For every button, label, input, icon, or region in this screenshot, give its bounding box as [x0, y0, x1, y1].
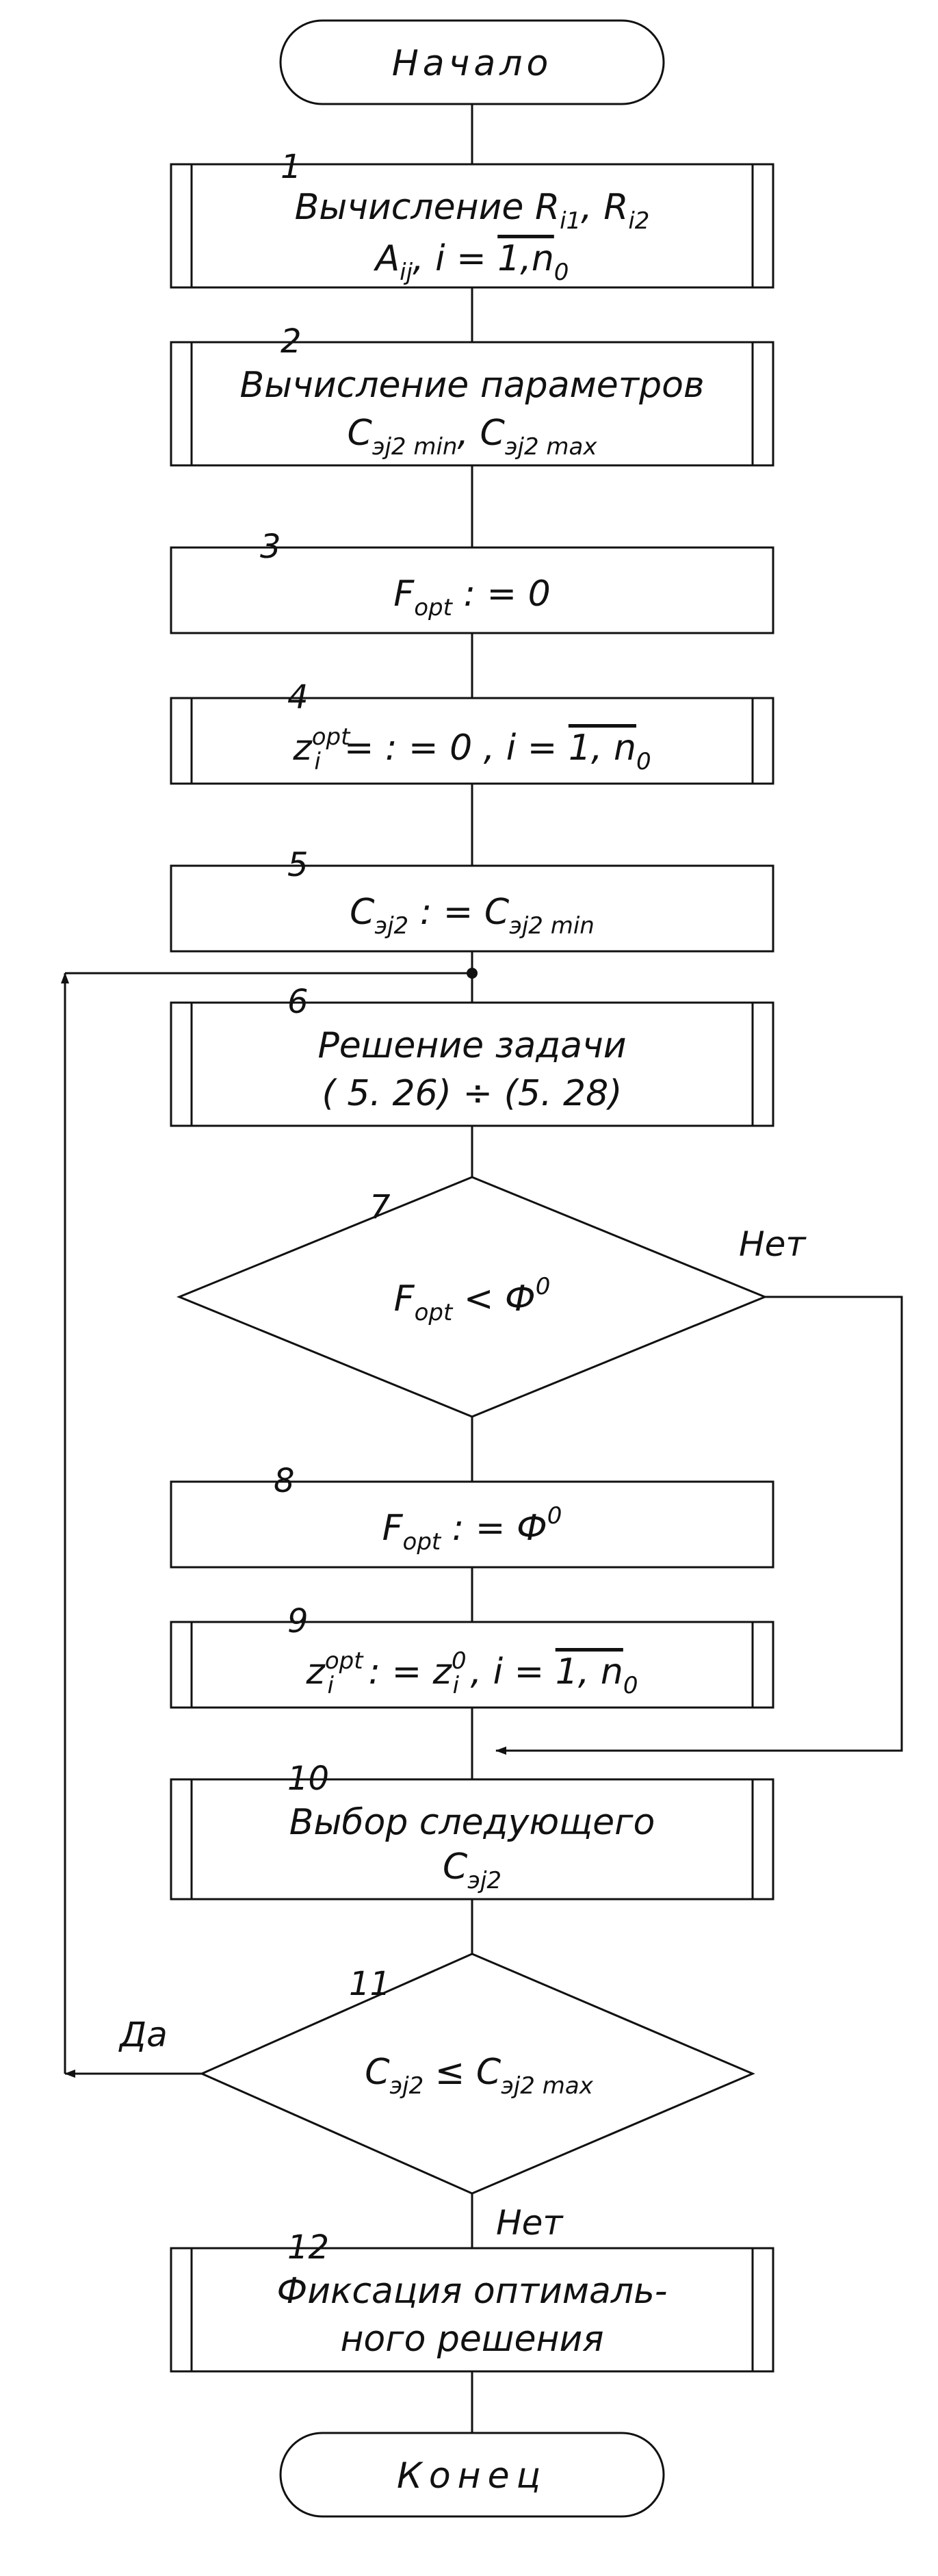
decision-7-text: Fopt < Ф0 — [394, 1273, 551, 1326]
decision-11-text: Cэj2 ≤ Cэj2 max — [365, 2052, 594, 2100]
decision-7-no-label: Нет — [739, 1224, 807, 1264]
block-6: 6 Решение задачи ( 5. 26) ÷ (5. 28) — [170, 983, 774, 1127]
block-12: 12 Фиксация оптималь- ного решения — [170, 2228, 774, 2373]
block-12-line2: ного решения — [340, 2319, 603, 2360]
block-5-text: Cэj2 : = Cэj2 min — [350, 892, 595, 940]
decision-11-no-label: Нет — [496, 2203, 564, 2243]
terminal-start: Начало — [279, 19, 665, 105]
block-3-text: Fopt : = 0 — [393, 574, 550, 621]
block-6-line2: ( 5. 26) ÷ (5. 28) — [322, 1073, 623, 1114]
block-2: 2 Вычисление параметров Cэj2 min, Cэj2 m… — [170, 322, 774, 467]
block-9-number: 9 — [287, 1602, 309, 1640]
block-3: 3 Fopt : = 0 — [170, 528, 774, 634]
block-1-number: 1 — [281, 148, 302, 186]
block-1: 1 Вычисление Ri1, Ri2 Aij, i = 1,n0 — [170, 148, 774, 289]
terminal-start-label: Начало — [392, 43, 553, 84]
junction-dot — [467, 968, 478, 979]
block-2-number: 2 — [281, 322, 302, 361]
block-8-number: 8 — [274, 1462, 295, 1500]
block-1-line2: Aij, i = 1,n0 — [374, 238, 569, 286]
block-10-line1: Выбор следующего — [289, 1802, 655, 1843]
block-2-line2: Cэj2 min, Cэj2 max — [348, 413, 598, 461]
block-10-number: 10 — [287, 1760, 329, 1798]
block-5-number: 5 — [287, 846, 309, 884]
block-8: 8 Fopt : = Ф0 — [170, 1462, 774, 1569]
block-10: 10 Выбор следующего Cэj2 — [170, 1760, 774, 1901]
block-12-number: 12 — [287, 2228, 329, 2267]
block-12-line1: Фиксация оптималь- — [276, 2271, 667, 2312]
connectors — [61, 104, 903, 2433]
terminal-end: Конец — [279, 2432, 665, 2518]
decision-11-yes-label: Да — [118, 2015, 168, 2055]
block-4-number: 4 — [287, 678, 309, 717]
decision-11: 11 Cэj2 ≤ Cэj2 max Да Нет — [118, 1953, 755, 2243]
block-6-line1: Решение задачи — [317, 1025, 626, 1066]
block-3-number: 3 — [260, 528, 281, 566]
block-5: 5 Cэj2 : = Cэj2 min — [170, 846, 774, 953]
terminal-end-label: Конец — [397, 2456, 547, 2497]
decision-11-number: 11 — [349, 1965, 391, 2003]
block-6-number: 6 — [287, 983, 309, 1021]
block-2-line1: Вычисление параметров — [239, 365, 704, 406]
block-10-line2: Cэj2 — [443, 1846, 501, 1894]
decision-7: 7 Fopt < Ф0 Нет — [177, 1176, 807, 1418]
decision-7-number: 7 — [369, 1188, 391, 1226]
block-1-line1: Вычисление Ri1, Ri2 — [295, 187, 650, 235]
edge-7-no — [495, 1296, 903, 1755]
block-8-text: Fopt : = Ф0 — [382, 1502, 562, 1556]
